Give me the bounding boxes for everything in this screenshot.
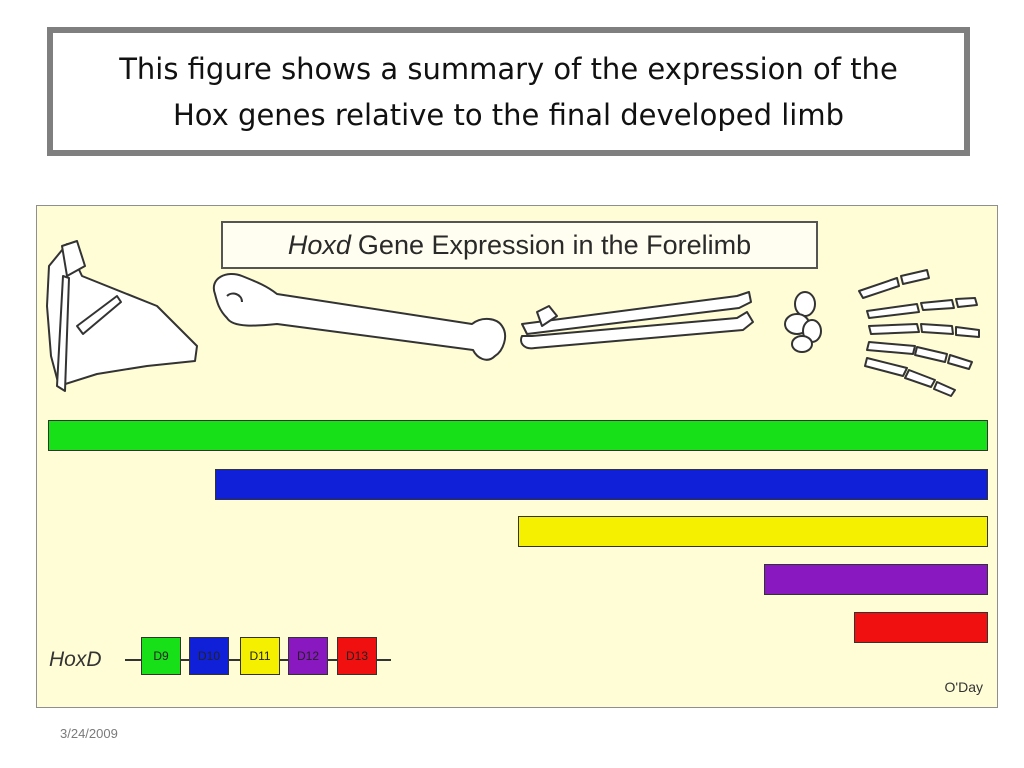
slide-title-line2: Hox genes relative to the final develope… <box>173 97 844 132</box>
gene-d11-box: D11 <box>240 637 280 675</box>
slide-title-box: This figure shows a summary of the expre… <box>47 27 970 156</box>
hoxd12-expression-bar <box>764 564 988 595</box>
slide-title-line1: This figure shows a summary of the expre… <box>119 51 898 86</box>
hoxd-expression-figure: Hoxd Gene Expression in the Forelimb <box>36 205 998 708</box>
humerus-bone <box>212 273 506 361</box>
figure-title-rest: Gene Expression in the Forelimb <box>357 229 752 260</box>
radius-ulna-bone <box>520 291 754 350</box>
slide-title: This figure shows a summary of the expre… <box>69 46 949 138</box>
hoxd-cluster-label: HoxD <box>49 648 102 671</box>
hoxd13-expression-bar <box>854 612 988 643</box>
carpal-bones <box>784 291 822 353</box>
hoxd9-expression-bar <box>48 420 988 451</box>
figure-title-italic: Hoxd <box>287 229 351 260</box>
hoxd10-expression-bar <box>215 469 988 500</box>
scapula-bone <box>46 240 198 392</box>
gene-d9-box: D9 <box>141 637 181 675</box>
digit-bones <box>858 269 980 397</box>
gene-d13-box: D13 <box>337 637 377 675</box>
gene-d10-box: D10 <box>189 637 229 675</box>
hoxd11-expression-bar <box>518 516 988 547</box>
limb-bones-illustration <box>46 240 980 397</box>
figure-title: Hoxd Gene Expression in the Forelimb <box>221 221 818 269</box>
slide-date: 3/24/2009 <box>60 726 118 741</box>
figure-credit: O'Day <box>944 679 983 695</box>
gene-d12-box: D12 <box>288 637 328 675</box>
